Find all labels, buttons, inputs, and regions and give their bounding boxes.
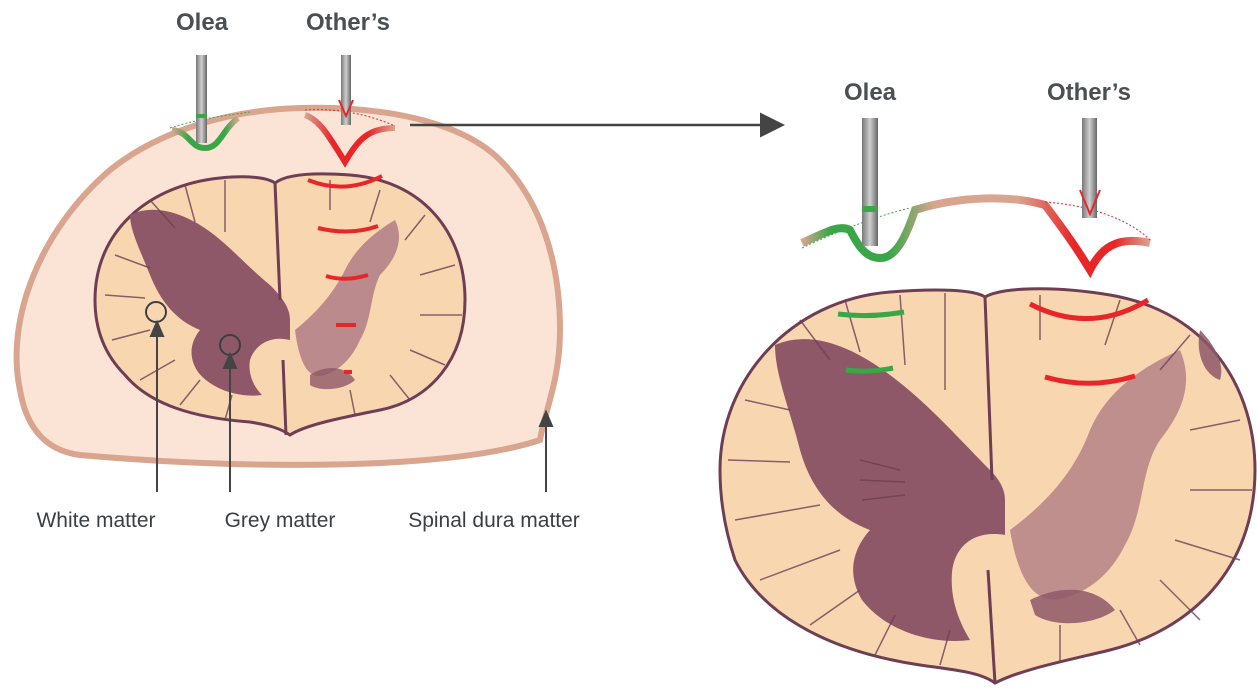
olea-label-left: Olea	[176, 9, 229, 36]
olea-label-right: Olea	[844, 79, 897, 106]
spinal-dura-matter-right	[802, 198, 1150, 270]
olea-probe-left	[196, 55, 207, 143]
grey-matter-label: Grey matter	[225, 509, 336, 532]
left-panel: Olea Other’s White matter Grey matter Sp…	[17, 9, 580, 532]
others-label-right: Other’s	[1047, 79, 1131, 106]
others-label-left: Other’s	[306, 9, 390, 36]
right-panel: Olea Other’s	[720, 79, 1255, 683]
olea-probe-right	[862, 118, 878, 246]
dura-matter-label: Spinal dura matter	[408, 509, 580, 532]
white-matter-label: White matter	[36, 509, 155, 532]
